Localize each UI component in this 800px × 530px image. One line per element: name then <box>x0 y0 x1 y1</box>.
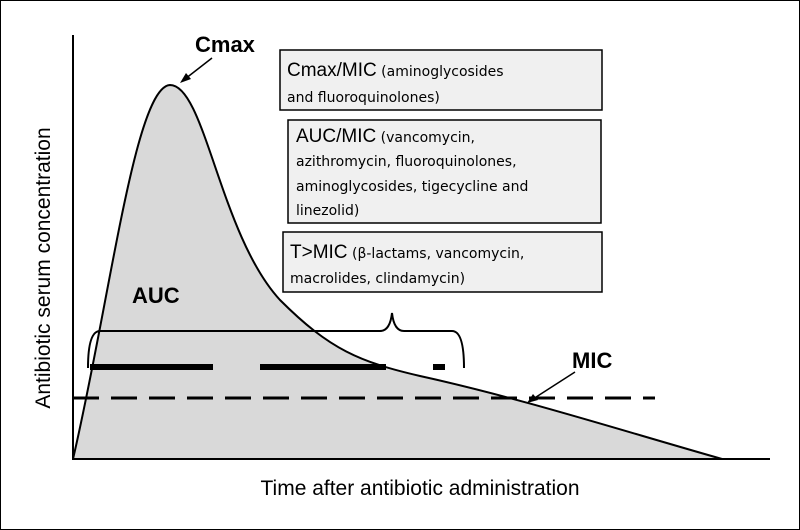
box-heading: AUC/MIC <box>296 126 376 147</box>
auc-label: AUC <box>132 283 180 308</box>
concentration-curve <box>72 83 723 460</box>
box-text: (vancomycin, <box>376 130 475 146</box>
box-heading: Cmax/MIC <box>287 60 377 81</box>
box-line: and fluoroquinolones) <box>287 90 440 106</box>
box-text: (β-lactams, vancomycin, <box>348 246 525 262</box>
x-axis-label: Time after antibiotic administration <box>260 477 579 500</box>
auc-mic-box: AUC/MIC (vancomycin, azithromycin, fluor… <box>287 119 602 224</box>
box-line: linezolid) <box>296 203 359 219</box>
y-axis-label: Antibiotic serum concentration <box>32 127 55 408</box>
box-text: aminoglycosides, tigecycline and <box>296 179 528 195</box>
box-text: (aminoglycosides <box>377 64 504 80</box>
box-line: macrolides, clindamycin) <box>290 271 465 287</box>
box-line: aminoglycosides, tigecycline and <box>296 179 528 195</box>
cmax-arrow <box>184 57 213 80</box>
box-heading: T>MIC <box>290 242 348 263</box>
box-line: T>MIC (β-lactams, vancomycin, <box>290 242 524 263</box>
box-text: linezolid) <box>296 203 359 219</box>
auc-area <box>73 85 722 459</box>
mic-label: MIC <box>572 348 612 373</box>
cmax-arrowhead <box>180 73 191 83</box>
box-text: azithromycin, fluoroquinolones, <box>296 154 517 170</box>
box-text: and fluoroquinolones) <box>287 90 440 106</box>
cmax-label: Cmax <box>195 32 256 57</box>
t-mic-box: T>MIC (β-lactams, vancomycin, macrolides… <box>282 231 603 293</box>
mic-arrow <box>532 371 576 400</box>
box-line: azithromycin, fluoroquinolones, <box>296 154 517 170</box>
time-above-mic-brace <box>87 312 465 369</box>
cmax-mic-box: Cmax/MIC (aminoglycosides and fluoroquin… <box>279 49 603 111</box>
box-line: AUC/MIC (vancomycin, <box>296 126 475 147</box>
box-line: Cmax/MIC (aminoglycosides <box>287 60 504 81</box>
mic-arrowhead <box>527 394 538 403</box>
box-text: macrolides, clindamycin) <box>290 271 465 287</box>
